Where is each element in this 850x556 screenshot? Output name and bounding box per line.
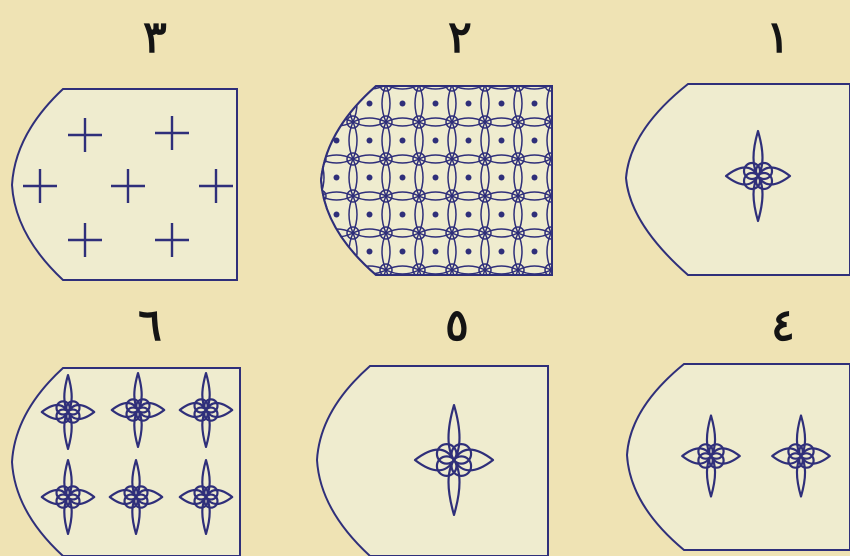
panel-6: ٦ — [12, 300, 240, 556]
lattice-dot — [433, 138, 439, 144]
panel-3-numeral: ٣ — [143, 12, 167, 63]
lattice-dot — [499, 175, 505, 181]
lattice-dot — [367, 249, 373, 255]
lattice-dot — [433, 175, 439, 181]
lattice-dot — [334, 175, 340, 181]
lattice-dot — [367, 175, 373, 181]
lattice-dot — [565, 175, 571, 181]
lattice-dot — [334, 286, 340, 292]
lattice-dot — [433, 212, 439, 218]
panel-4-numeral: ٤ — [771, 300, 795, 351]
lattice-dot — [466, 249, 472, 255]
lattice-dot — [532, 175, 538, 181]
lattice-dot — [367, 286, 373, 292]
panel-3: ٣ — [12, 12, 237, 280]
panel-5-shape — [317, 366, 548, 556]
lattice-dot — [400, 101, 406, 107]
lattice-dot — [334, 101, 340, 107]
panel-2: ٢ — [314, 12, 590, 313]
lattice-dot — [499, 138, 505, 144]
lattice-dot — [466, 212, 472, 218]
lattice-dot — [400, 249, 406, 255]
lattice-dot — [400, 212, 406, 218]
panel-4: ٤ — [627, 300, 850, 550]
lattice-dot — [565, 101, 571, 107]
panel-1-shape — [626, 84, 850, 275]
lattice-dot — [499, 212, 505, 218]
lattice-dot — [499, 101, 505, 107]
lattice-dot — [565, 249, 571, 255]
lattice-dot — [400, 175, 406, 181]
lattice-dot — [532, 212, 538, 218]
panel-5: ٥ — [317, 300, 548, 556]
lattice-dot — [532, 101, 538, 107]
panel-2-numeral: ٢ — [448, 12, 472, 63]
lattice-dot — [334, 249, 340, 255]
lattice-dot — [433, 249, 439, 255]
lattice-dot — [565, 286, 571, 292]
lattice-dot — [532, 138, 538, 144]
lattice-dot — [565, 138, 571, 144]
panel-1: ١ — [626, 12, 850, 275]
lattice-dot — [565, 212, 571, 218]
lattice-dot — [367, 101, 373, 107]
lattice-dot — [466, 101, 472, 107]
lattice-dot — [367, 212, 373, 218]
lattice-dot — [367, 138, 373, 144]
lattice-dot — [400, 138, 406, 144]
lattice-dot — [433, 286, 439, 292]
lattice-dot — [466, 138, 472, 144]
lattice-dot — [466, 286, 472, 292]
lattice-dot — [532, 249, 538, 255]
panel-6-numeral: ٦ — [138, 300, 162, 351]
lattice-dot — [499, 286, 505, 292]
panel-1-numeral: ١ — [766, 12, 790, 63]
lattice-dot — [400, 286, 406, 292]
lattice-dot — [532, 286, 538, 292]
panel-3-shape — [12, 89, 237, 280]
panel-5-numeral: ٥ — [445, 300, 469, 351]
lattice-dot — [433, 101, 439, 107]
lattice-dot — [499, 249, 505, 255]
lattice-dot — [466, 175, 472, 181]
lattice-dot — [334, 212, 340, 218]
